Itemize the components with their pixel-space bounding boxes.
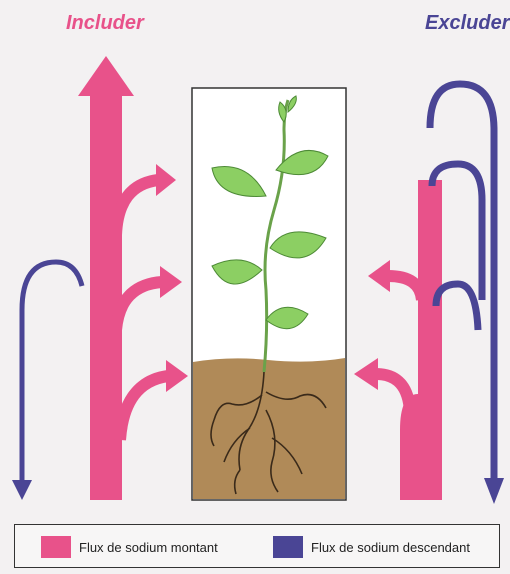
includer-flux [12,56,188,500]
soil [193,358,345,499]
includer-downflux-arrow [22,262,82,484]
legend-label-up: Flux de sodium montant [79,540,218,555]
excluder-branch-arrows [376,276,422,412]
plant-container [192,88,346,500]
legend-label-down: Flux de sodium descendant [311,540,470,555]
legend-swatch-navy [273,536,303,558]
legend-item-up: Flux de sodium montant [41,536,218,558]
excluder-flux [354,84,504,504]
includer-branch-arrows [116,180,168,440]
legend-swatch-pink [41,536,71,558]
legend-item-down: Flux de sodium descendant [273,536,470,558]
excluder-main-trunk [400,180,442,500]
includer-up-arrowhead [78,56,134,96]
legend: Flux de sodium montant Flux de sodium de… [14,524,500,568]
